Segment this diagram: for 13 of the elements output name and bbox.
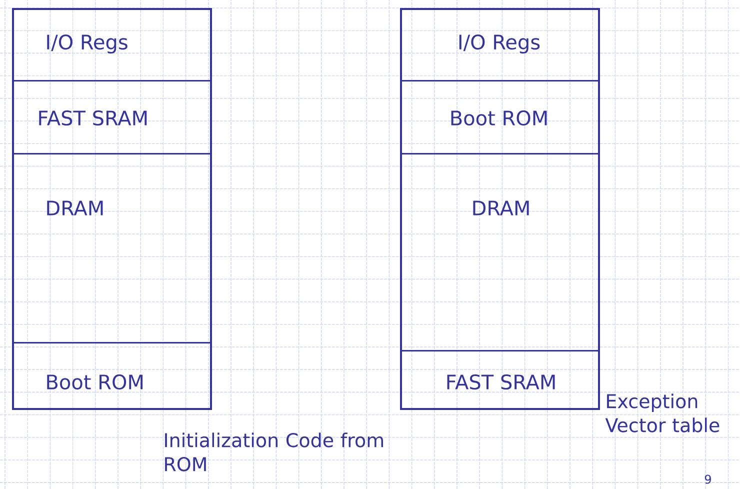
memory-segment: I/O Regs bbox=[400, 8, 600, 82]
memory-segment: DRAM bbox=[400, 152, 600, 352]
note-text: Initialization Code from ROM bbox=[165, 432, 383, 472]
memory-segment: DRAM bbox=[12, 152, 212, 344]
memory-segment: I/O Regs bbox=[12, 8, 212, 82]
page-number: 9 bbox=[704, 474, 711, 484]
memory-map bbox=[400, 8, 600, 410]
memory-segment: FAST SRAM bbox=[400, 350, 600, 410]
memory-segment: Boot ROM bbox=[12, 342, 212, 410]
memory-segment: FAST SRAM bbox=[12, 80, 212, 154]
note-text: Exception Vector table bbox=[605, 394, 720, 432]
memory-segment: Boot ROM bbox=[400, 80, 600, 154]
memory-map bbox=[12, 8, 212, 410]
